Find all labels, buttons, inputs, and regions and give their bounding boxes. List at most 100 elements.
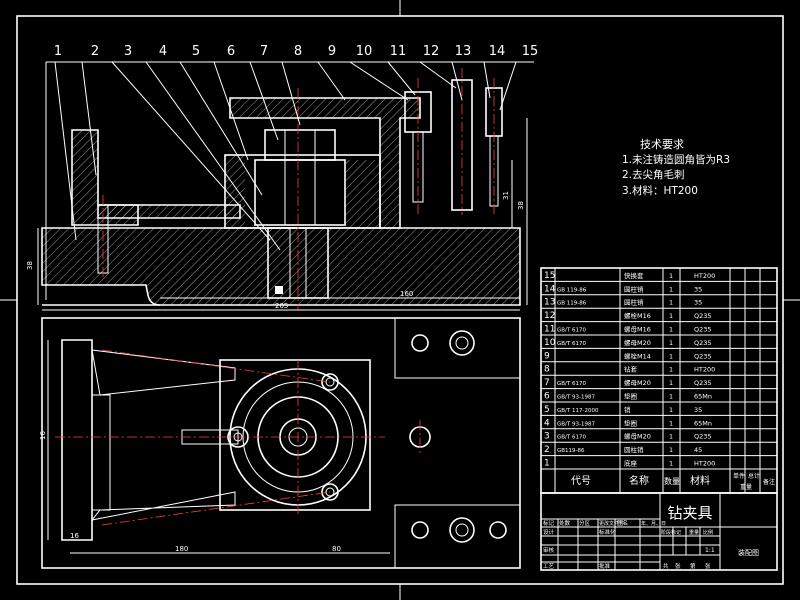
- bom-cell-mat: 65Mn: [694, 393, 712, 401]
- svg-text:张: 张: [705, 562, 711, 570]
- bom-cell-mat: 45: [694, 446, 702, 454]
- bom-cell-code: GB 119-86: [557, 301, 587, 307]
- tech-requirements: 技术要求 1.未注铸造圆角皆为R3 2.去尖角毛刺 3.材料：HT200: [622, 138, 730, 197]
- svg-text:11: 11: [390, 44, 407, 59]
- svg-text:设计: 设计: [543, 528, 555, 536]
- bom-cell-code: GB 119-86: [557, 287, 587, 293]
- svg-text:160: 160: [400, 290, 413, 298]
- bom-cell-name: 螺栓M16: [624, 311, 651, 320]
- bom-cell-mat: HT200: [694, 272, 715, 280]
- svg-text:5: 5: [192, 44, 200, 59]
- svg-text:批准: 批准: [599, 562, 611, 570]
- svg-text:总计: 总计: [748, 472, 760, 480]
- bom-cell-mat: 65Mn: [694, 419, 712, 427]
- bom-cell-name: 垫圈: [624, 418, 637, 427]
- svg-text:10: 10: [356, 44, 373, 59]
- bom-cell-mat: 35: [694, 285, 702, 293]
- bom-cell-mat: Q235: [694, 433, 712, 441]
- svg-text:2: 2: [91, 44, 99, 59]
- bom-cell-name: 螺母M16: [624, 325, 651, 334]
- bom-cell-qty: 1: [669, 366, 673, 374]
- bom-cell-code: GB/T 6170: [557, 435, 586, 441]
- bom-cell-name: 快换套: [624, 271, 644, 280]
- bom-cell-name: 螺母M20: [624, 378, 651, 387]
- bom-cell-qty: 1: [669, 406, 673, 414]
- bom-cell-name: 螺母M20: [624, 338, 651, 347]
- svg-text:9: 9: [328, 44, 336, 59]
- svg-text:80: 80: [332, 545, 341, 553]
- svg-text:38: 38: [26, 261, 34, 270]
- bom-cell-mat: Q235: [694, 312, 712, 320]
- svg-text:备注: 备注: [763, 478, 775, 486]
- svg-text:38: 38: [517, 201, 525, 210]
- bom-cell-name: 销: [624, 405, 631, 414]
- bom-cell-no: 9: [544, 351, 550, 361]
- bom-cell-no: 10: [544, 338, 556, 348]
- bom-cell-no: 5: [544, 405, 550, 415]
- bom-cell-mat: Q235: [694, 339, 712, 347]
- bom-cell-qty: 1: [669, 326, 673, 334]
- svg-text:处数: 处数: [559, 519, 571, 527]
- svg-text:工艺: 工艺: [543, 563, 555, 570]
- svg-text:审核: 审核: [543, 546, 555, 554]
- svg-text:分区: 分区: [579, 519, 591, 527]
- svg-text:阶段标记: 阶段标记: [661, 529, 681, 536]
- bom-cell-mat: HT200: [694, 460, 715, 468]
- bom-cell-qty: 1: [669, 393, 673, 401]
- bom-cell-name: 底座: [624, 459, 638, 468]
- bom-cell-qty: 1: [669, 419, 673, 427]
- bom-cell-code: GB/T 93-1987: [557, 395, 595, 401]
- bom-cell-mat: 35: [694, 299, 702, 307]
- bom-cell-code: GB/T 6170: [557, 328, 586, 334]
- bom-cell-no: 11: [544, 325, 555, 335]
- bom-cell-code: GB/T 93-1987: [557, 421, 595, 427]
- svg-text:重量: 重量: [740, 483, 752, 491]
- bom-cell-mat: Q235: [694, 379, 712, 387]
- bom-cell-code: GB119-86: [557, 448, 585, 454]
- bom-cell-no: 4: [544, 418, 550, 428]
- bom-cell-name: 圆柱销: [624, 298, 644, 307]
- plan-view: [41, 317, 521, 569]
- svg-text:2.去尖角毛刺: 2.去尖角毛刺: [622, 168, 685, 181]
- bom-cell-no: 13: [544, 298, 555, 308]
- svg-text:6: 6: [227, 44, 235, 59]
- svg-text:13: 13: [455, 44, 472, 59]
- svg-text:16: 16: [39, 431, 47, 440]
- bom-cell-qty: 1: [669, 272, 673, 280]
- svg-text:标准化: 标准化: [599, 528, 616, 536]
- svg-text:签名: 签名: [617, 519, 628, 527]
- bom-cell-mat: 35: [694, 406, 702, 414]
- svg-text:1:1: 1:1: [705, 547, 715, 554]
- bom-cell-name: 垫圈: [624, 392, 637, 401]
- svg-text:8: 8: [294, 44, 302, 59]
- plan-dimensions: 180 80 16 16: [39, 340, 390, 554]
- bom-cell-qty: 1: [669, 352, 673, 360]
- svg-text:15: 15: [522, 44, 539, 59]
- svg-text:180: 180: [175, 545, 188, 553]
- svg-text:1: 1: [54, 44, 62, 59]
- svg-text:名称: 名称: [629, 474, 649, 487]
- svg-text:数量: 数量: [664, 476, 680, 486]
- bom-cell-name: 螺栓M14: [624, 351, 651, 360]
- drawing-number: 装配图: [738, 548, 759, 557]
- bom-cell-no: 3: [544, 432, 550, 442]
- bom-cell-qty: 1: [669, 379, 673, 387]
- bom-cell-code: GB/T 6170: [557, 341, 586, 347]
- svg-text:材料: 材料: [690, 474, 710, 487]
- svg-text:年、月、日: 年、月、日: [641, 520, 666, 527]
- bom-cell-mat: Q235: [694, 326, 712, 334]
- bom-cell-code: GB/T 6170: [557, 381, 586, 387]
- bom-cell-no: 15: [544, 271, 555, 281]
- bom-cell-qty: 1: [669, 299, 673, 307]
- front-dimensions: 38 205 160 38 31: [26, 118, 528, 311]
- svg-text:14: 14: [489, 44, 506, 59]
- bom-cell-no: 8: [544, 365, 550, 375]
- svg-text:7: 7: [260, 44, 268, 59]
- bom-cell-qty: 1: [669, 285, 673, 293]
- drawing-title: 钻夹具: [667, 504, 712, 522]
- balloon-leaders: [45, 61, 534, 300]
- bom-cell-name: 钻套: [624, 365, 638, 374]
- svg-text:4: 4: [159, 44, 167, 59]
- bom-cell-no: 12: [544, 311, 555, 321]
